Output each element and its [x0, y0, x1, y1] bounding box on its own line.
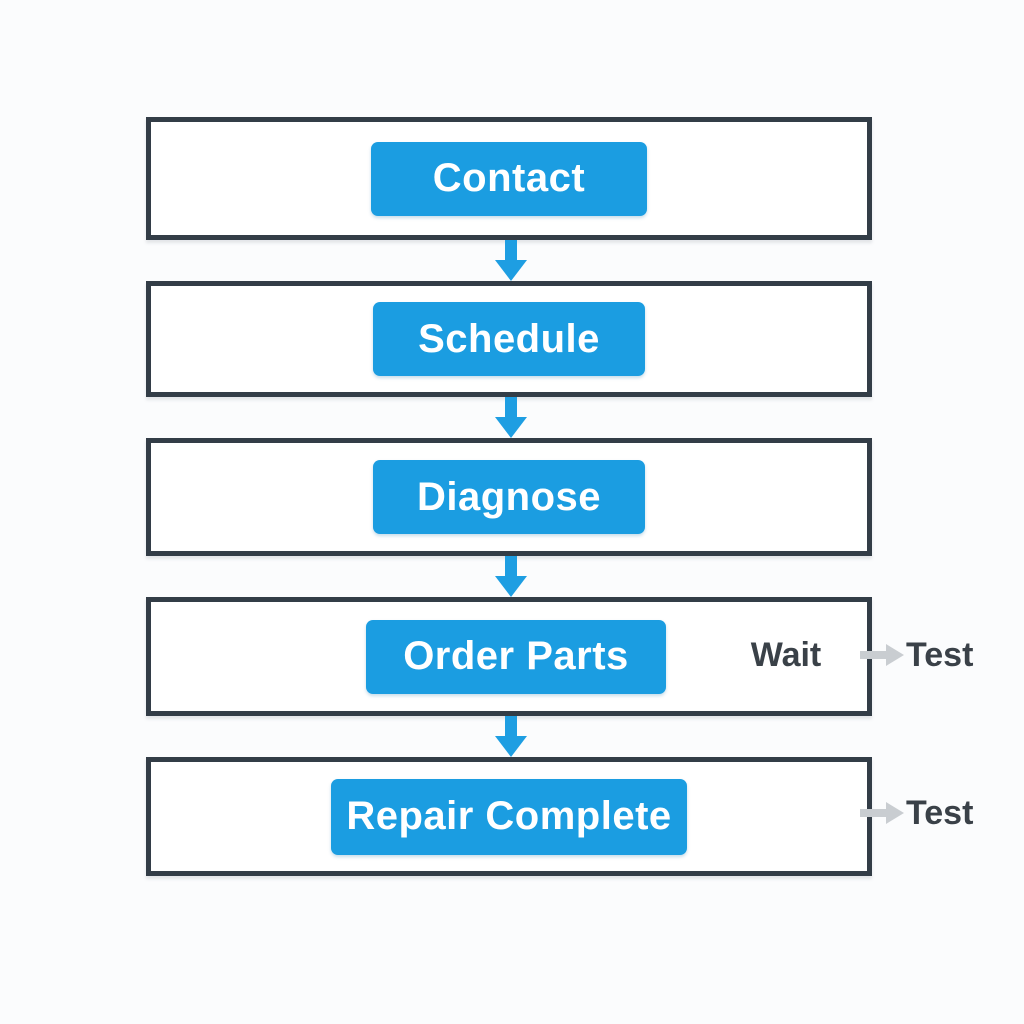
- down-arrow-icon: [495, 556, 527, 597]
- step-button-order-parts: Order Parts: [366, 619, 666, 694]
- branch-test-label: Test: [906, 636, 974, 674]
- step-row-contact: Contact: [146, 117, 872, 240]
- step-button-repair-complete: Repair Complete: [331, 778, 687, 855]
- down-arrow-icon: [495, 716, 527, 757]
- step-row-order-parts: Order Parts: [146, 597, 872, 716]
- step-button-diagnose: Diagnose: [373, 460, 645, 534]
- step-row-repair-complete: Repair Complete: [146, 757, 872, 876]
- step-row-diagnose: Diagnose: [146, 438, 872, 556]
- branch-test-label: Test: [906, 794, 974, 832]
- down-arrow-icon: [495, 240, 527, 281]
- step-row-schedule: Schedule: [146, 281, 872, 397]
- right-arrow-icon: [860, 802, 904, 824]
- down-arrow-icon: [495, 397, 527, 438]
- wait-note-label: Wait: [750, 636, 822, 674]
- step-button-contact: Contact: [371, 141, 647, 216]
- right-arrow-icon: [860, 644, 904, 666]
- step-button-schedule: Schedule: [373, 302, 645, 376]
